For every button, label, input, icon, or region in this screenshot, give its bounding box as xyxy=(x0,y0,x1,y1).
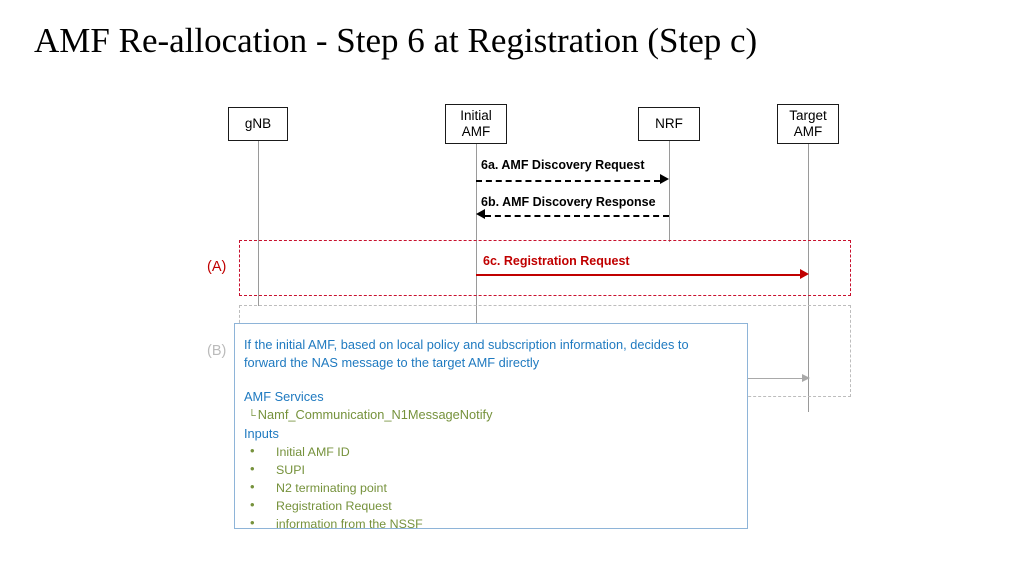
bullet-icon: • xyxy=(250,461,255,476)
message-6b-line xyxy=(485,215,669,217)
message-6c-line xyxy=(476,274,800,276)
node-gnb[interactable]: gNB xyxy=(228,107,288,141)
lifeline-nrf xyxy=(669,141,671,242)
list-item-label: N2 terminating point xyxy=(276,481,387,495)
node-nrf-label-1: NRF xyxy=(655,116,683,131)
list-item-label: Registration Request xyxy=(276,499,392,513)
node-initial-amf-label-1: Initial xyxy=(460,108,492,123)
node-nrf[interactable]: NRF xyxy=(638,107,700,141)
message-6b-label: 6b. AMF Discovery Response xyxy=(481,195,656,209)
lifeline-gnb xyxy=(258,141,260,306)
message-6c-label: 6c. Registration Request xyxy=(483,254,630,268)
page-title: AMF Re-allocation - Step 6 at Registrati… xyxy=(34,21,758,60)
list-item: • Initial AMF ID xyxy=(244,443,733,461)
bullet-icon: • xyxy=(250,515,255,530)
list-item-label: information from the NSSF xyxy=(276,517,423,531)
bullet-icon: • xyxy=(250,479,255,494)
message-6c-arrowhead-icon xyxy=(800,269,809,279)
region-b-label: (B) xyxy=(207,343,227,359)
callout-paragraph: If the initial AMF, based on local polic… xyxy=(244,337,689,370)
message-6a-arrowhead-icon xyxy=(660,174,669,184)
region-a-label: (A) xyxy=(207,259,227,275)
node-initial-amf-label-2: AMF xyxy=(461,124,491,139)
callout-service-name: Namf_Communication_N1MessageNotify xyxy=(257,407,493,422)
message-6a-line xyxy=(476,180,660,182)
lifeline-initial-amf xyxy=(476,144,478,326)
node-gnb-label-1: gNB xyxy=(244,116,272,131)
node-target-amf-label-1: Target xyxy=(789,108,827,123)
elbow-icon: └ xyxy=(248,410,256,422)
list-item: • information from the NSSF xyxy=(244,515,733,533)
node-target-amf[interactable]: Target AMF xyxy=(777,104,839,144)
node-target-amf-label-2: AMF xyxy=(793,124,823,139)
list-item: • SUPI xyxy=(244,461,733,479)
list-item-label: Initial AMF ID xyxy=(276,445,350,459)
region-a-box xyxy=(239,240,851,296)
bullet-icon: • xyxy=(250,497,255,512)
callout-services-heading: AMF Services xyxy=(244,389,324,404)
list-item-label: SUPI xyxy=(276,463,305,477)
list-item: • Registration Request xyxy=(244,497,733,515)
list-item: • N2 terminating point xyxy=(244,479,733,497)
callout-box-b: If the initial AMF, based on local polic… xyxy=(234,323,748,531)
message-6b-arrowhead-icon xyxy=(476,209,485,219)
region-b-message-arrowhead-icon xyxy=(802,374,810,382)
callout-inputs-heading: Inputs xyxy=(244,426,279,441)
bullet-icon: • xyxy=(250,443,255,458)
message-6a-label: 6a. AMF Discovery Request xyxy=(481,158,645,172)
callout-service-row: └Namf_Communication_N1MessageNotify xyxy=(244,406,733,425)
callout-spacer xyxy=(244,372,733,388)
node-initial-amf[interactable]: Initial AMF xyxy=(445,104,507,144)
callout-inputs-list: • Initial AMF ID • SUPI • N2 terminating… xyxy=(244,443,733,533)
